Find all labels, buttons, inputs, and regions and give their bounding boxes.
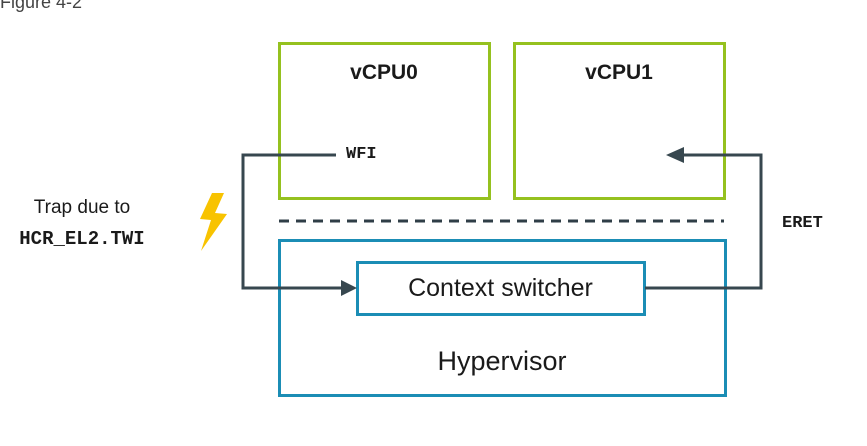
- figure-caption: Figure 4-2: [0, 0, 83, 12]
- eret-label: ERET: [782, 214, 823, 233]
- trap-arrowhead: [341, 280, 357, 296]
- trap-label-line2: HCR_EL2.TWI: [19, 228, 145, 250]
- vcpu0-box: [278, 42, 491, 200]
- vcpu1-box: [513, 42, 726, 200]
- context-switcher-label: Context switcher: [408, 274, 593, 302]
- eret-arrowhead: [666, 147, 684, 163]
- vcpu1-title: vCPU1: [585, 61, 653, 84]
- vcpu0-title: vCPU0: [350, 61, 418, 84]
- hypervisor-box: [278, 239, 727, 397]
- wfi-instruction: WFI: [346, 145, 377, 164]
- eret-arrow: [645, 153, 763, 290]
- context-switcher-box: [356, 261, 646, 316]
- hypervisor-label: Hypervisor: [437, 346, 567, 376]
- trap-arrow: [241, 153, 343, 290]
- lightning-icon: [200, 193, 227, 251]
- trap-label-line1: Trap due to: [33, 197, 131, 218]
